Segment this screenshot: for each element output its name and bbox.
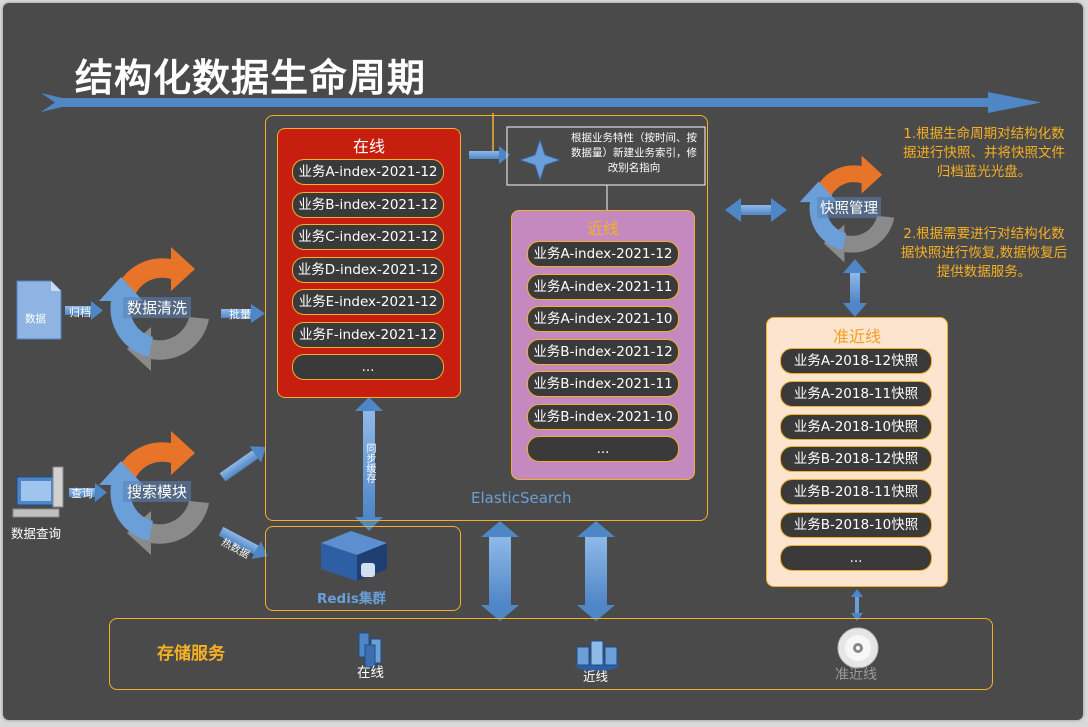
quasi-nearline-title: 准近线 (832, 327, 881, 346)
diagram-shapes (12, 92, 1041, 671)
online-index-item: 业务F-index-2021-12 (292, 321, 444, 348)
online-index-item: 业务B-index-2021-12 (292, 191, 444, 218)
storage-service-title: 存储服务 (157, 644, 225, 664)
sync-cache-arrow (355, 397, 383, 531)
data-query-label: 数据查询 (11, 526, 62, 541)
elasticsearch-label: ElasticSearch (471, 489, 572, 507)
nearline-index-item: 业务B-index-2021-10 (527, 403, 679, 430)
sync-cache-label: 同步缓存 (364, 443, 375, 483)
search-cycle-label: 搜索模块 (123, 481, 192, 502)
batch-label: 批量 (229, 308, 251, 321)
disc-icon (837, 627, 879, 669)
index-star-icon (518, 138, 562, 182)
elasticsearch-container (265, 115, 708, 521)
clean-cycle-label: 数据清洗 (123, 297, 192, 318)
query-arrow (69, 483, 107, 502)
search-to-es-arrow (219, 446, 266, 482)
computer-icon (12, 466, 64, 518)
storage-nearline-label: 近线 (583, 669, 609, 684)
snapshot-item: 业务B-2018-10快照 (780, 512, 932, 538)
hot-data-arrow (218, 526, 268, 559)
online-index-item: 业务E-index-2021-12 (292, 289, 444, 315)
data-doc-label: 数据 (25, 313, 46, 325)
timeline-arrow (41, 92, 1041, 113)
snapshot-item: 业务A-2018-12快照 (780, 348, 932, 374)
nearline-index-item: ... (527, 436, 679, 462)
query-label: 查询 (71, 487, 93, 500)
page-title: 结构化数据生命周期 (75, 56, 427, 100)
online-index-item: ... (292, 354, 444, 380)
online-storage-icon (358, 632, 382, 668)
archive-arrow (65, 301, 103, 320)
snapshot-item: 业务A-2018-11快照 (780, 380, 932, 407)
nearline-index-item: 业务B-index-2021-11 (527, 371, 679, 397)
online-title: 在线 (352, 137, 385, 156)
redis-container (265, 526, 461, 611)
note-snapshot-restore: 2.根据需要进行对结构化数据快照进行恢复,数据恢复后提供数据服务。 (900, 226, 1068, 280)
es-storage-arrow-1 (481, 521, 519, 621)
storage-service-container (109, 618, 993, 690)
snapshot-cycle-label: 快照管理 (817, 197, 881, 218)
nearline-index-item: 业务A-index-2021-10 (527, 306, 679, 332)
online-to-note-arrow (469, 113, 510, 164)
nearline-index-item: 业务A-index-2021-11 (527, 273, 679, 300)
nearline-index-item: 业务B-index-2021-12 (527, 338, 679, 365)
snapshot-item: 业务B-2018-11快照 (780, 479, 932, 506)
snapshot-item: 业务A-2018-10快照 (780, 413, 932, 440)
quasi-storage-arrow (851, 589, 863, 621)
index-note-text: 根据业务特性（按时间、按数据量）新建业务索引，修改别名指向 (571, 132, 697, 174)
nearline-storage-icon (575, 640, 619, 671)
online-index-item: 业务A-index-2021-12 (292, 159, 444, 185)
diagram-canvas: 结构化数据生命周期 (3, 3, 1083, 720)
redis-server-icon (321, 531, 387, 581)
archive-label: 归档 (69, 306, 91, 319)
index-note-box (506, 126, 706, 186)
snapshot-quasi-arrow (843, 259, 867, 317)
nearline-index-item: 业务A-index-2021-12 (527, 241, 679, 267)
online-index-item: 业务D-index-2021-12 (292, 256, 444, 283)
snapshot-item: 业务B-2018-12快照 (780, 446, 932, 473)
online-index-item: 业务C-index-2021-12 (292, 224, 444, 250)
nearline-title: 近线 (586, 219, 619, 238)
data-document-icon (16, 280, 62, 340)
redis-label: Redis集群 (317, 591, 386, 607)
es-snapshot-arrow (725, 198, 787, 222)
es-storage-arrow-2 (577, 521, 615, 621)
storage-online-label: 在线 (357, 665, 384, 681)
note-snapshot-archive: 1.根据生命周期对结构化数据进行快照、并将快照文件归档蓝光光盘。 (903, 126, 1065, 180)
batch-arrow (221, 304, 265, 323)
snapshot-item: ... (780, 544, 932, 571)
storage-quasi-label: 准近线 (835, 667, 877, 683)
